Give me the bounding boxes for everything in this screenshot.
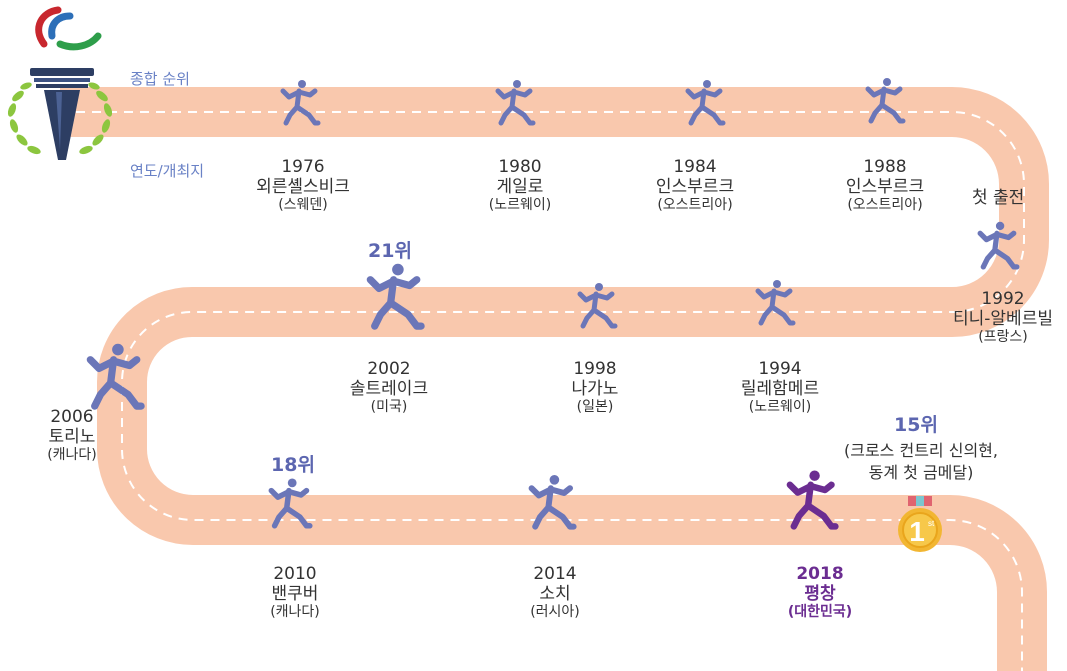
milestone-1988: 1988 인스부르크 (오스트리아): [830, 157, 940, 214]
milestone-city: 인스부르크: [655, 176, 735, 197]
milestone-city: 외른셸스비크: [256, 176, 350, 197]
laurel-wreath-icon: [7, 82, 113, 155]
milestone-city: 나가노: [571, 378, 619, 399]
milestone-1992: 1992 티니-알베르빌 (프랑스): [940, 289, 1066, 346]
milestone-year: 2010: [273, 564, 317, 584]
milestone-1998: 1998 나가노 (일본): [540, 359, 650, 416]
milestone-year: 1998: [573, 359, 617, 379]
paralympic-agitos-icon: [35, 6, 102, 51]
gold-medal-icon: 1 st: [898, 496, 942, 552]
runner-icon: [366, 263, 425, 330]
runner-icon: [495, 80, 536, 126]
milestone-2006: 2006 토리노 (캐나다): [22, 407, 122, 464]
pyeongchang-note-line2: 동계 첫 금메달): [868, 462, 974, 482]
milestone-country: (오스트리아): [657, 197, 733, 214]
milestone-year: 2014: [533, 564, 577, 584]
milestone-city: 토리노: [48, 426, 96, 447]
milestone-year: 1980: [498, 157, 542, 177]
milestone-country: (러시아): [530, 604, 580, 621]
runner-markers: [86, 78, 1020, 530]
milestone-year: 1988: [863, 157, 907, 177]
runner-icon: [977, 221, 1020, 270]
milestone-country: (미국): [370, 399, 408, 416]
venue-legend-label: 연도/개최지: [130, 162, 205, 180]
milestone-city: 릴레함메르: [740, 378, 820, 399]
rank-2002: 21위: [368, 240, 412, 262]
rank-2010: 18위: [271, 454, 315, 476]
milestone-city: 티니-알베르빌: [953, 308, 1053, 329]
milestone-2010: 2010 밴쿠버 (캐나다): [240, 564, 350, 621]
milestone-country: (스웨덴): [278, 197, 328, 214]
milestone-country: (노르웨이): [748, 399, 812, 416]
pyeongchang-note: (크로스 컨트리 신의현, 동계 첫 금메달): [826, 440, 1016, 483]
torch-icon: [30, 68, 94, 160]
milestone-city: 소치: [539, 583, 571, 604]
milestone-year: 2018: [796, 564, 844, 584]
milestone-city: 솔트레이크: [349, 378, 429, 399]
first-entry-label: 첫 출전: [972, 188, 1025, 208]
milestone-city: 밴쿠버: [271, 583, 319, 604]
milestone-country: (대한민국): [787, 604, 853, 621]
runner-icon: [86, 343, 145, 410]
milestone-year: 1994: [758, 359, 802, 379]
runner-icon: [577, 283, 618, 329]
milestone-1984: 1984 인스부르크 (오스트리아): [640, 157, 750, 214]
milestone-country: (캐나다): [270, 604, 320, 621]
rank-legend-label: 종합 순위: [130, 70, 190, 88]
runner-icon: [755, 280, 796, 326]
milestone-country: (캐나다): [47, 447, 97, 464]
milestone-year: 2002: [367, 359, 411, 379]
milestone-1976: 1976 외른셸스비크 (스웨덴): [248, 157, 358, 214]
milestone-year: 1976: [281, 157, 325, 177]
runner-icon: [786, 470, 839, 530]
milestone-2018: 2018 평창 (대한민국): [765, 564, 875, 621]
milestone-year: 1992: [981, 289, 1025, 309]
milestone-country: (노르웨이): [488, 197, 552, 214]
runner-icon: [685, 80, 726, 126]
milestone-country: (일본): [576, 399, 614, 416]
pyeongchang-note-line1: (크로스 컨트리 신의현,: [844, 441, 998, 460]
milestone-year: 2006: [50, 407, 94, 427]
medal-number: 1: [909, 516, 925, 547]
runner-icon: [280, 80, 321, 126]
milestone-city: 인스부르크: [845, 176, 925, 197]
milestone-1980: 1980 게일로 (노르웨이): [465, 157, 575, 214]
runner-icon: [865, 78, 906, 124]
rank-2018: 15위: [894, 414, 938, 436]
milestone-country: (오스트리아): [847, 197, 923, 214]
milestone-country: (프랑스): [978, 329, 1028, 346]
milestone-2002: 2002 솔트레이크 (미국): [334, 359, 444, 416]
runner-icon: [268, 478, 313, 529]
milestone-1994: 1994 릴레함메르 (노르웨이): [725, 359, 835, 416]
milestone-2014: 2014 소치 (러시아): [500, 564, 610, 621]
medal-suffix: st: [928, 519, 935, 528]
milestone-city: 게일로: [496, 176, 544, 197]
runner-icon: [528, 475, 577, 530]
running-track: [60, 87, 1049, 671]
milestone-year: 1984: [673, 157, 717, 177]
milestone-city: 평창: [804, 583, 836, 604]
